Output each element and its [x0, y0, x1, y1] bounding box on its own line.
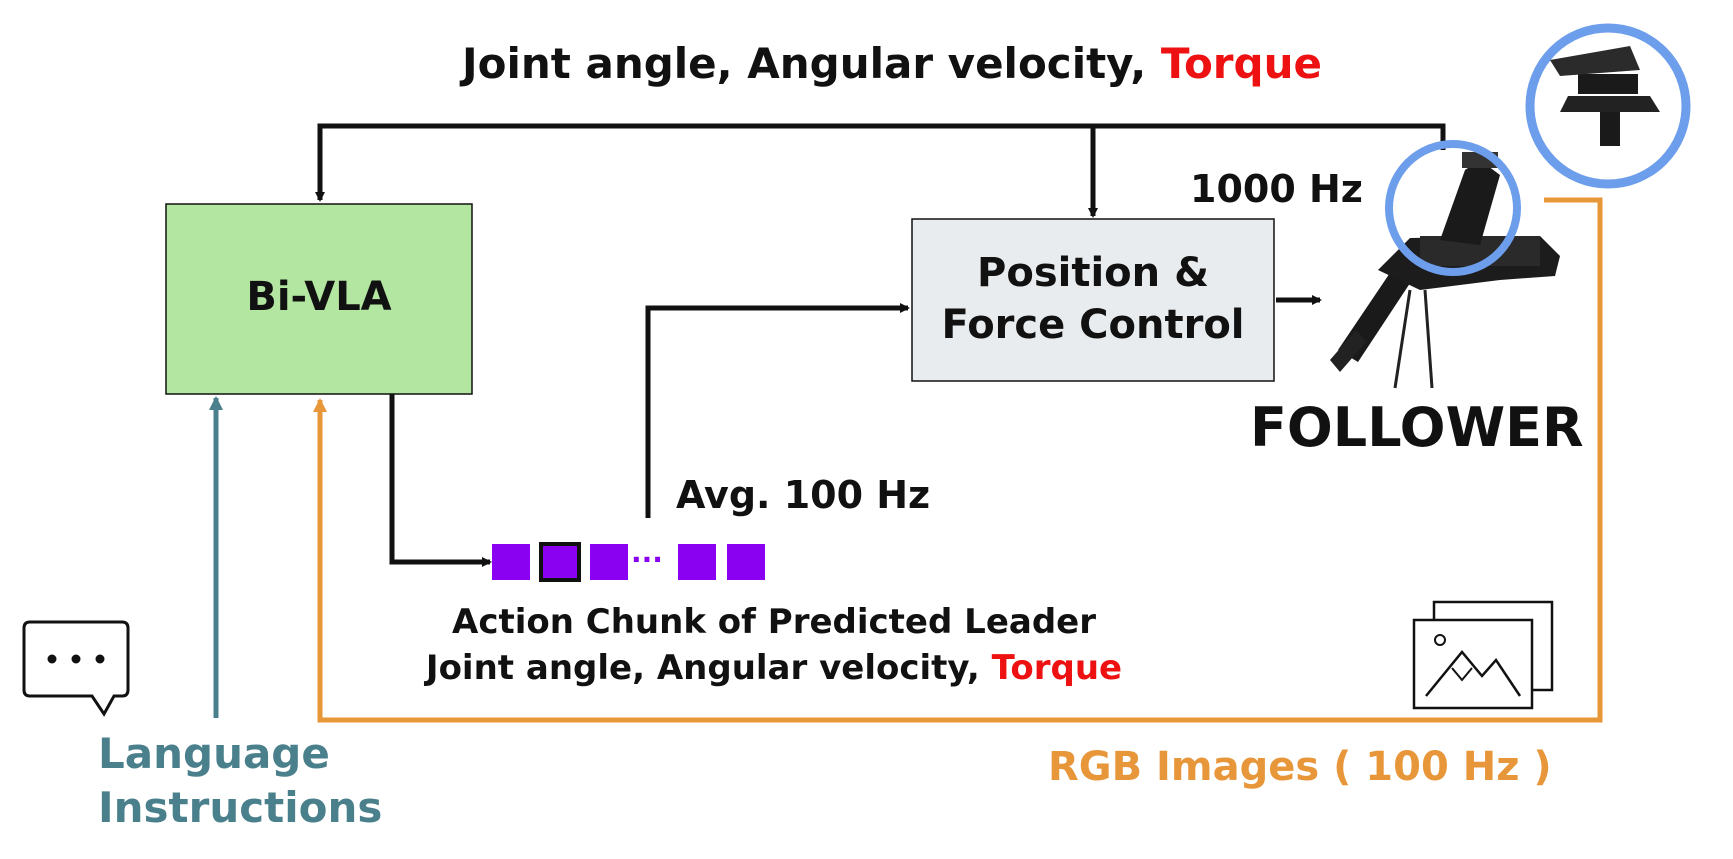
language-label-line1: Language [98, 729, 330, 778]
speech-bubble-icon [22, 620, 130, 717]
robot-arm-icon [1330, 23, 1691, 389]
rgb-image-feedback-arrow [313, 197, 1603, 723]
feedback-loop [315, 123, 1446, 218]
control-box-line2: Force Control [941, 302, 1244, 348]
language-label-line2: Instructions [98, 783, 382, 832]
action-chunk-ellipsis: ... [631, 536, 663, 569]
servo-rate-label: 1000 Hz [1190, 167, 1363, 211]
action-chunk-title: Action Chunk of Predicted Leader [452, 602, 1096, 642]
vla-model-label: Bi-VLA [246, 274, 391, 320]
chunk-to-control-arrow [645, 303, 910, 518]
image-stack-icon [1412, 600, 1554, 710]
action-token-current [539, 542, 581, 582]
action-token [727, 544, 765, 580]
control-box-line1: Position & [977, 250, 1209, 296]
action-chunk-signals: Joint angle, Angular velocity, Torque [424, 648, 1122, 688]
rgb-images-label: RGB Images ( 100 Hz ) [1048, 744, 1552, 790]
action-token [678, 544, 716, 580]
follower-label: FOLLOWER [1250, 396, 1584, 459]
action-chunk: ... [492, 536, 765, 582]
inference-rate-label: Avg. 100 Hz [676, 473, 930, 517]
action-token [492, 544, 530, 580]
control-box: Position & Force Control [911, 218, 1275, 382]
feedback-line-main [315, 123, 1446, 202]
vla-model-box: Bi-VLA [165, 203, 473, 395]
feedback-signals-label: Joint angle, Angular velocity, Torque [459, 39, 1322, 88]
vla-to-chunk-arrow [389, 394, 492, 567]
action-token [590, 544, 628, 580]
